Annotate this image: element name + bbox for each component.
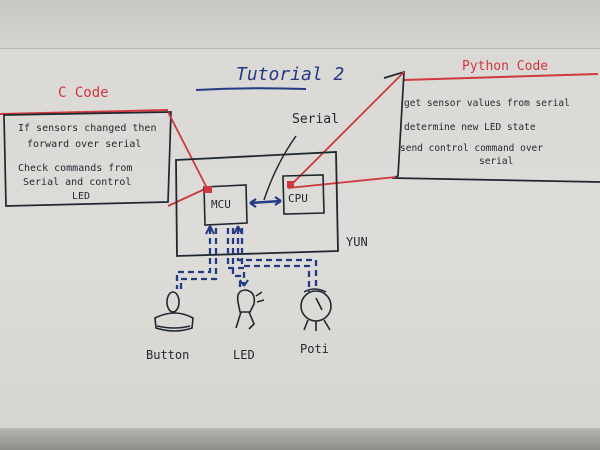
led-rays bbox=[255, 291, 265, 303]
poti-knob-top bbox=[303, 288, 327, 293]
poti-pins bbox=[303, 319, 331, 331]
c-code-line-1: If sensors changed then bbox=[18, 123, 156, 134]
python-code-heading-line bbox=[403, 73, 599, 81]
c-code-to-mcu-line bbox=[167, 111, 208, 189]
button-wire-2 bbox=[179, 228, 218, 290]
poti-label: Poti bbox=[300, 342, 329, 356]
c-code-line-5: LED bbox=[72, 191, 90, 202]
python-code-heading: Python Code bbox=[462, 59, 548, 74]
cpu-box bbox=[282, 174, 325, 215]
diagram-title: Tutorial 2 bbox=[236, 64, 344, 85]
serial-pointer-line bbox=[263, 135, 297, 201]
mcu-label: MCU bbox=[211, 198, 231, 211]
wall-background bbox=[0, 0, 600, 49]
yun-board-outline bbox=[175, 151, 339, 257]
button-base-edge bbox=[156, 325, 191, 329]
python-code-box-bottom-edge bbox=[391, 177, 600, 183]
python-code-line-1: get sensor values from serial bbox=[404, 98, 570, 109]
led-label: LED bbox=[233, 348, 255, 362]
button-drawing bbox=[154, 291, 194, 332]
python-to-cpu-lower-line bbox=[287, 176, 397, 189]
led-legs bbox=[235, 311, 255, 330]
python-to-cpu-line bbox=[287, 71, 405, 189]
poti-wire-2 bbox=[240, 228, 311, 292]
c-code-heading: C Code bbox=[58, 85, 109, 101]
serial-link-arrowhead-right bbox=[274, 196, 282, 206]
python-code-line-3: send control command over bbox=[400, 143, 543, 154]
poti-wire-1 bbox=[236, 228, 318, 288]
led-wire-1 bbox=[226, 228, 246, 286]
peripheral-wiring bbox=[175, 228, 318, 292]
c-code-line-3: Check commands from bbox=[18, 163, 132, 174]
serial-link-arrowhead-left bbox=[249, 198, 257, 208]
c-code-heading-line bbox=[0, 109, 169, 115]
led-bulb bbox=[236, 289, 256, 313]
led-drawing bbox=[235, 289, 265, 330]
wire-arrowhead-1 bbox=[205, 225, 215, 235]
c-code-line-2: forward over serial bbox=[27, 139, 141, 150]
cpu-label: CPU bbox=[288, 192, 308, 205]
wire-arrowhead-led bbox=[239, 279, 249, 287]
c-code-box bbox=[3, 111, 172, 207]
python-code-line-4: serial bbox=[479, 156, 513, 167]
button-base bbox=[154, 312, 194, 332]
wire-arrowhead-2 bbox=[233, 225, 243, 235]
serial-link-arrow bbox=[249, 199, 282, 205]
mcu-red-marker bbox=[204, 186, 212, 193]
poti-knob-pointer bbox=[315, 297, 323, 311]
poti-knob bbox=[300, 290, 332, 322]
serial-label: Serial bbox=[292, 112, 339, 127]
led-wire-2 bbox=[231, 228, 242, 288]
button-cap bbox=[166, 291, 180, 313]
mcu-box bbox=[203, 184, 248, 226]
yun-label: YUN bbox=[346, 235, 368, 249]
c-code-to-mcu-lower-line bbox=[167, 187, 208, 207]
cpu-red-marker bbox=[287, 181, 294, 188]
python-code-line-2: determine new LED state bbox=[404, 122, 536, 133]
whiteboard-tray bbox=[0, 428, 600, 450]
button-label: Button bbox=[146, 348, 189, 362]
poti-drawing bbox=[300, 288, 332, 331]
title-underline bbox=[195, 87, 307, 91]
c-code-line-4: Serial and control bbox=[23, 177, 131, 188]
button-wire-1 bbox=[175, 228, 212, 289]
